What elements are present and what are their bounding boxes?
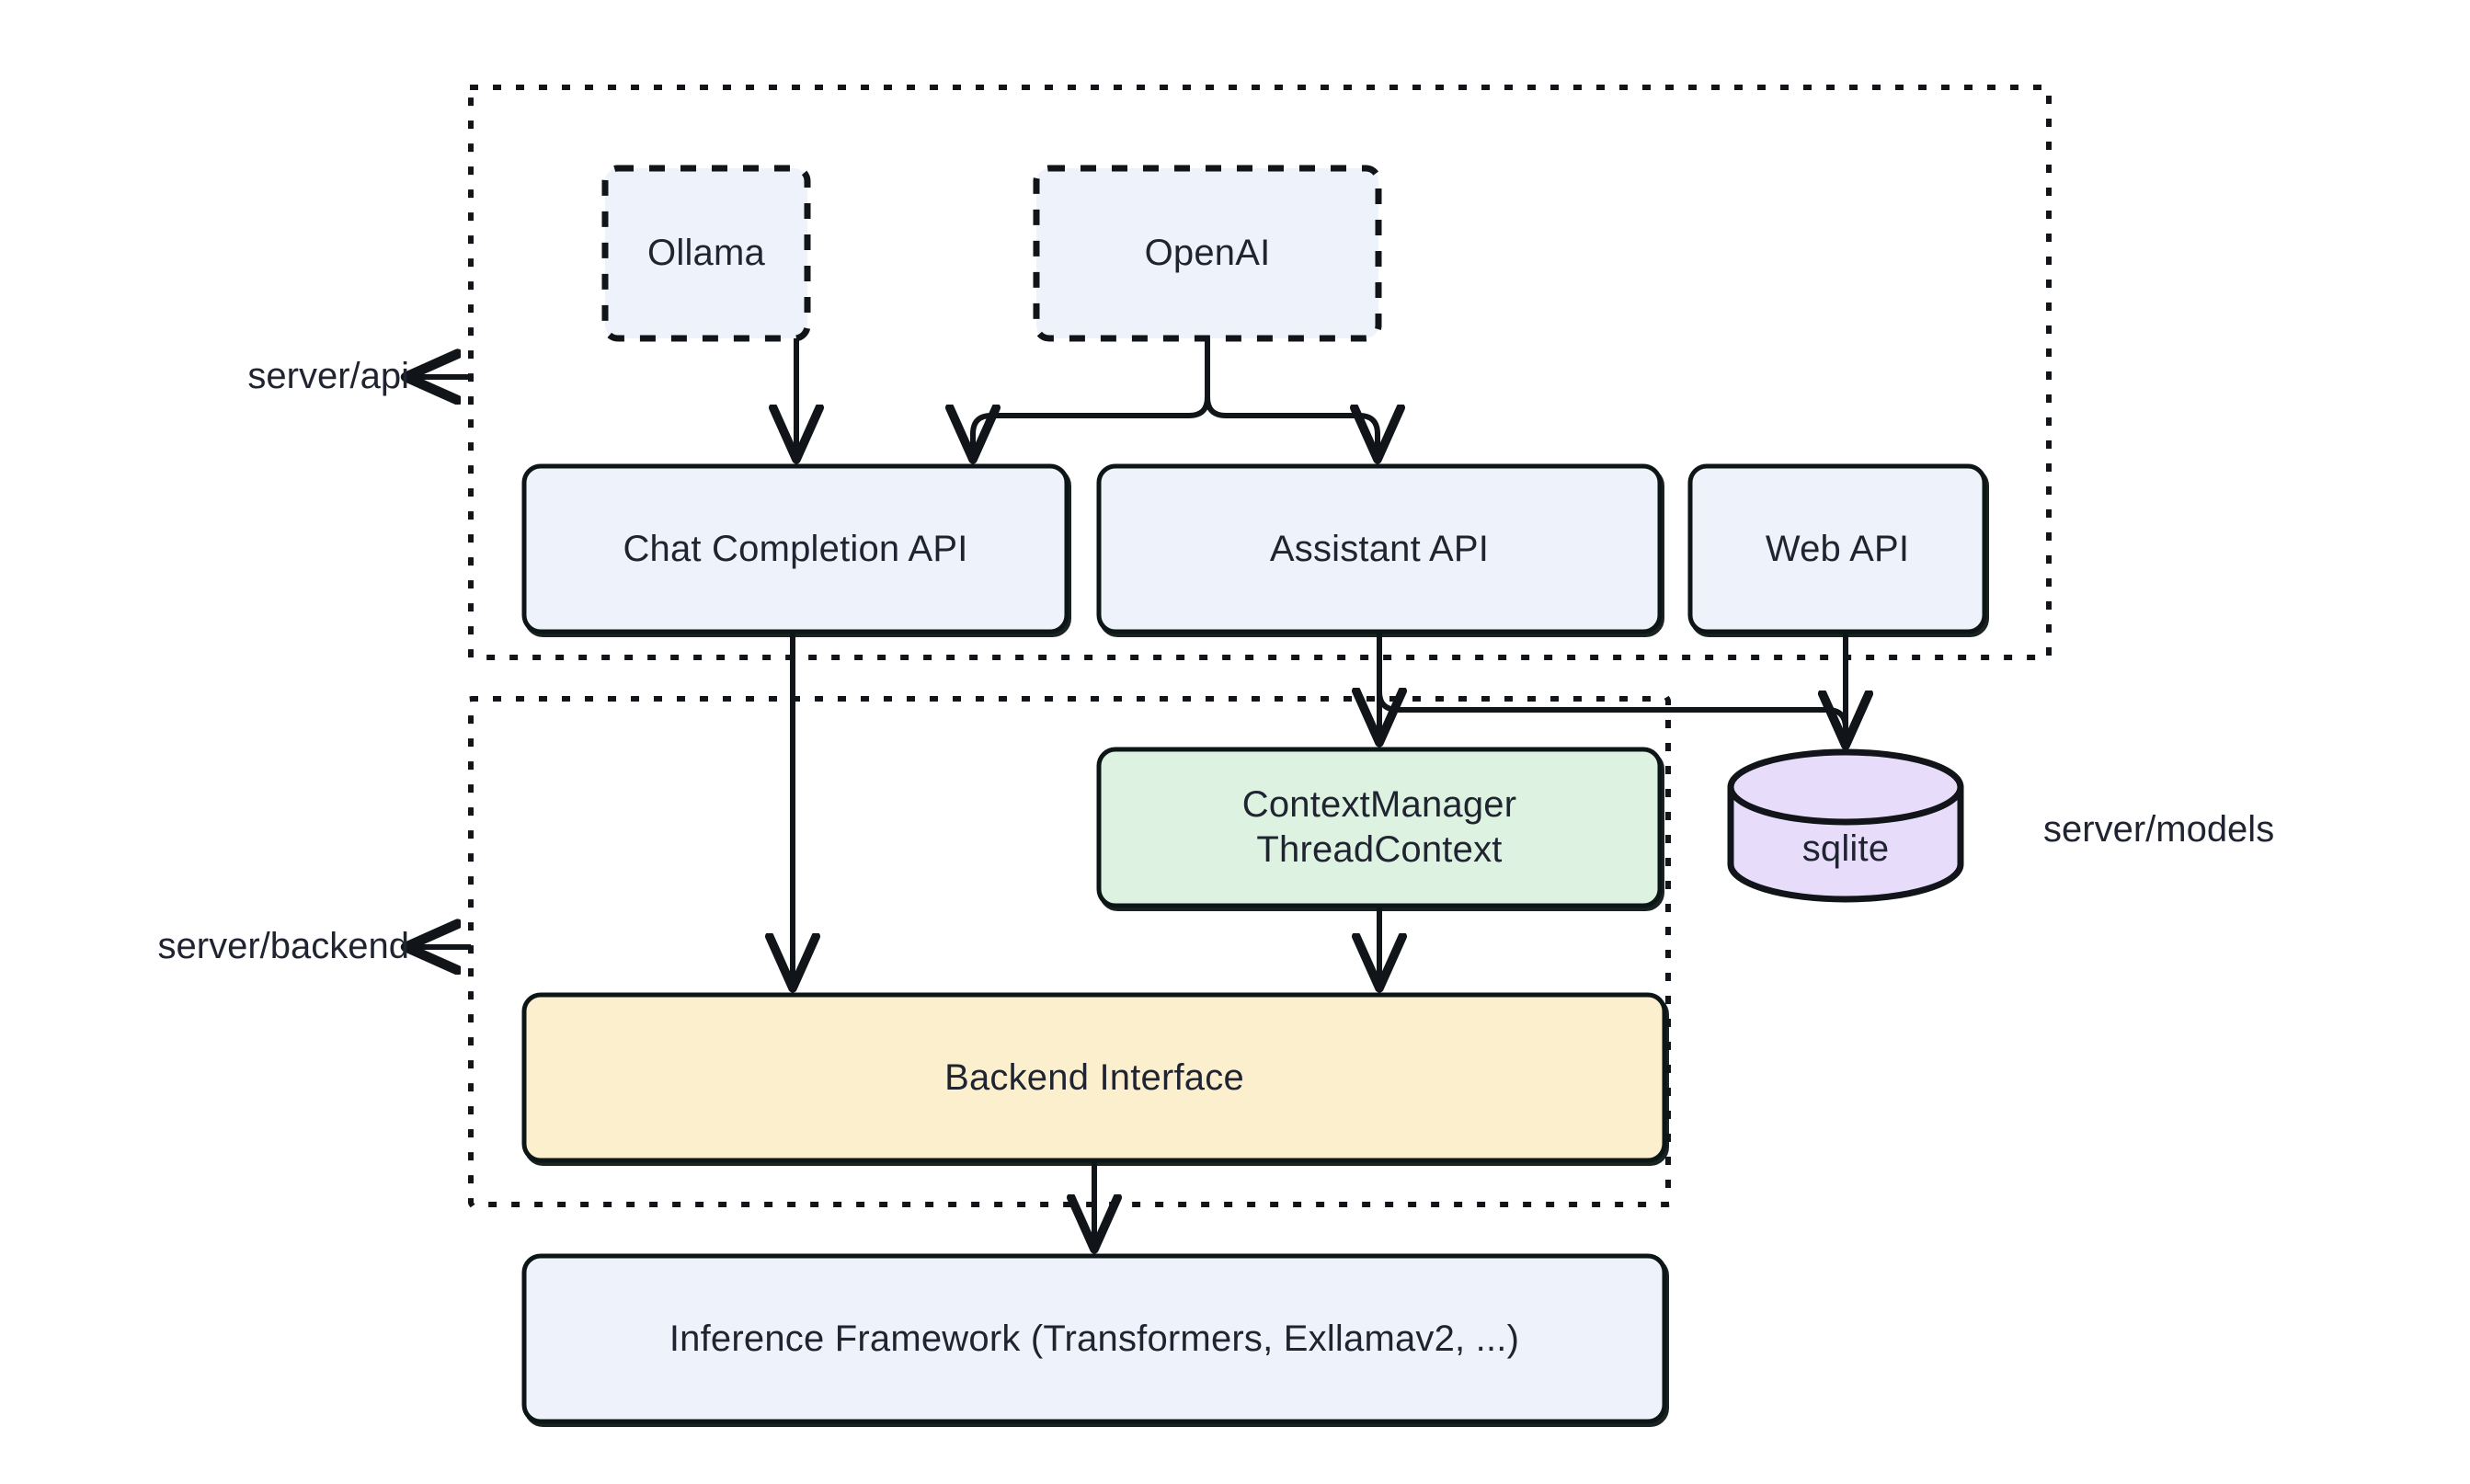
node-context-manager[interactable] — [1096, 747, 1663, 908]
node-sqlite[interactable] — [1727, 748, 1964, 903]
group-label-server-backend: server/backend — [157, 926, 409, 966]
group-label-server-api: server/api — [247, 356, 409, 396]
group-label-server-models: server/models — [2043, 809, 2275, 850]
node-inference-framework[interactable] — [521, 1253, 1667, 1424]
node-openai[interactable] — [1033, 165, 1382, 342]
node-assistant-api[interactable] — [1096, 463, 1663, 634]
group-server-api — [468, 85, 2052, 660]
node-ollama[interactable] — [601, 165, 811, 342]
edge-openai-to-assistant — [1205, 338, 1378, 455]
edge-openai-to-chat-completion — [973, 338, 1210, 455]
node-chat-completion-api[interactable] — [521, 463, 1069, 634]
node-backend-interface[interactable] — [521, 992, 1667, 1163]
node-web-api[interactable] — [1687, 463, 1987, 634]
edge-assistant-to-sqlite — [1377, 632, 1846, 741]
